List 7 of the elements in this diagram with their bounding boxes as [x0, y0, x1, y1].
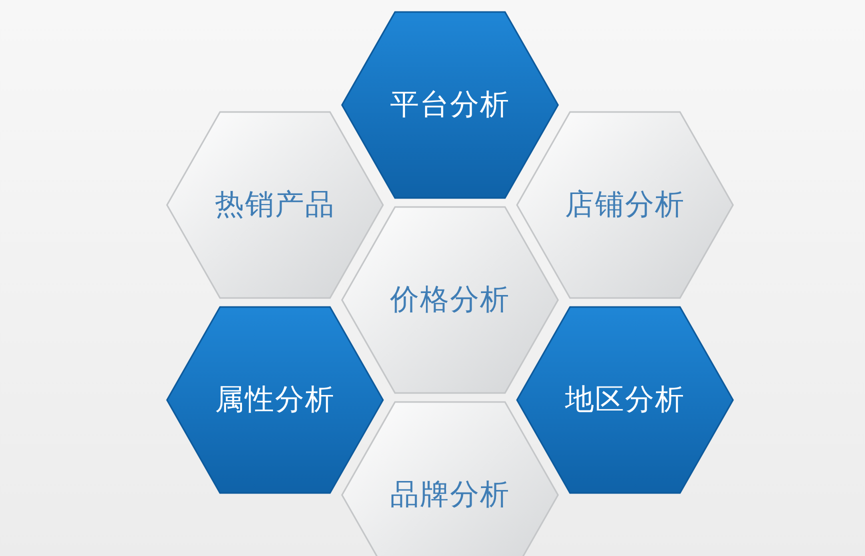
hexagon-tile: 热销产品 — [165, 110, 385, 300]
hexagon-tile: 店铺分析 — [515, 110, 735, 300]
hexagon-tile: 地区分析 — [515, 305, 735, 495]
hexagon-tile: 平台分析 — [340, 10, 560, 200]
hexagon-tile: 属性分析 — [165, 305, 385, 495]
hexagon-tile: 价格分析 — [340, 205, 560, 395]
hexagon-tile: 品牌分析 — [340, 400, 560, 556]
